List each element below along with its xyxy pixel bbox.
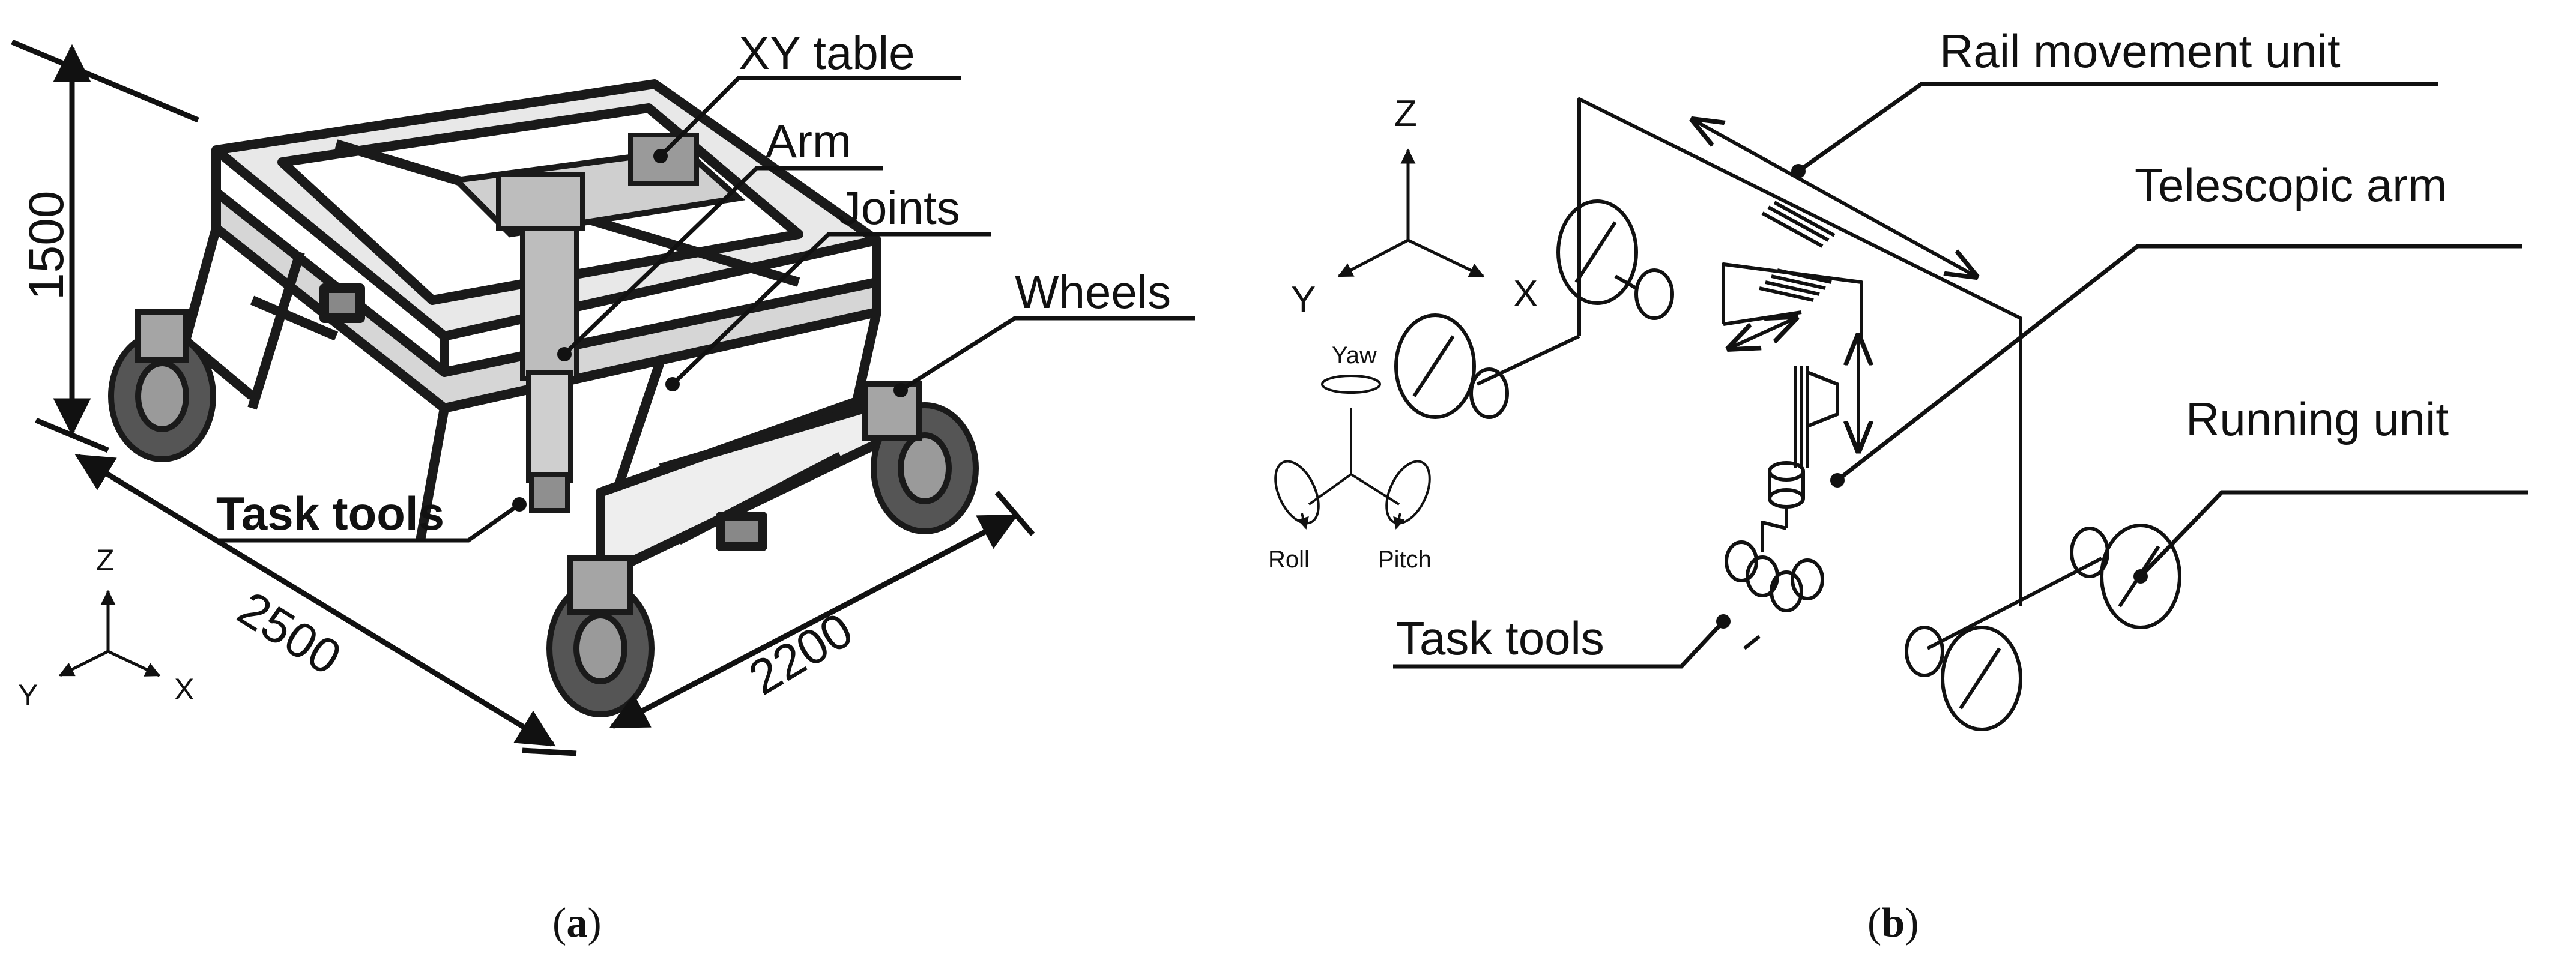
callout-dots-a [512, 149, 908, 512]
label-telescopic-arm: Telescopic arm [2135, 158, 2447, 211]
rail-carriage [1761, 201, 1836, 248]
axis-triad-b [1337, 148, 1485, 278]
running-unit-left [1394, 199, 1674, 419]
label-running-unit: Running unit [2186, 393, 2449, 445]
panel-a-robot-render [108, 79, 979, 717]
rotation-yaw-label: Yaw [1332, 342, 1377, 369]
rail-movement-arrow [1693, 120, 1976, 276]
axis-z-label-b: Z [1394, 93, 1417, 134]
dim-height-label: 1500 [19, 191, 74, 300]
caption-a: (a) [552, 900, 602, 946]
label-joints: Joints [838, 181, 960, 234]
axis-triad-a [58, 590, 161, 677]
axis-y-label-b: Y [1291, 279, 1316, 321]
rotation-pitch-label: Pitch [1378, 546, 1432, 573]
axis-x-label-b: X [1513, 273, 1538, 315]
label-xy-table: XY table [739, 26, 915, 79]
callout-leaders-b [1393, 82, 2528, 669]
label-wheels: Wheels [1015, 265, 1171, 318]
caption-b: (b) [1867, 900, 1919, 946]
rotation-triad-b [1274, 375, 1431, 530]
axis-y-label-a: Y [18, 678, 38, 712]
dim-length-label: 2500 [228, 581, 350, 686]
label-arm: Arm [766, 115, 851, 168]
panel-b-schematic [1394, 97, 2181, 731]
xy-table-carriage [450, 133, 746, 238]
axis-x-label-a: X [174, 672, 194, 706]
dim-width-label: 2200 [740, 602, 862, 705]
robot-arm [520, 226, 579, 513]
label-task-tools-a: Task tools [216, 487, 444, 540]
rotation-roll-label: Roll [1268, 546, 1310, 573]
callout-leaders-a [216, 76, 1195, 543]
running-unit-right [1905, 524, 2181, 731]
callout-dots-b [1716, 164, 2148, 629]
label-rail-movement-unit: Rail movement unit [1940, 25, 2341, 77]
axis-z-label-a: Z [96, 543, 115, 577]
label-task-tools-b: Task tools [1396, 612, 1604, 665]
dimension-lines [11, 39, 1035, 756]
telescopic-arm [1723, 262, 1861, 650]
